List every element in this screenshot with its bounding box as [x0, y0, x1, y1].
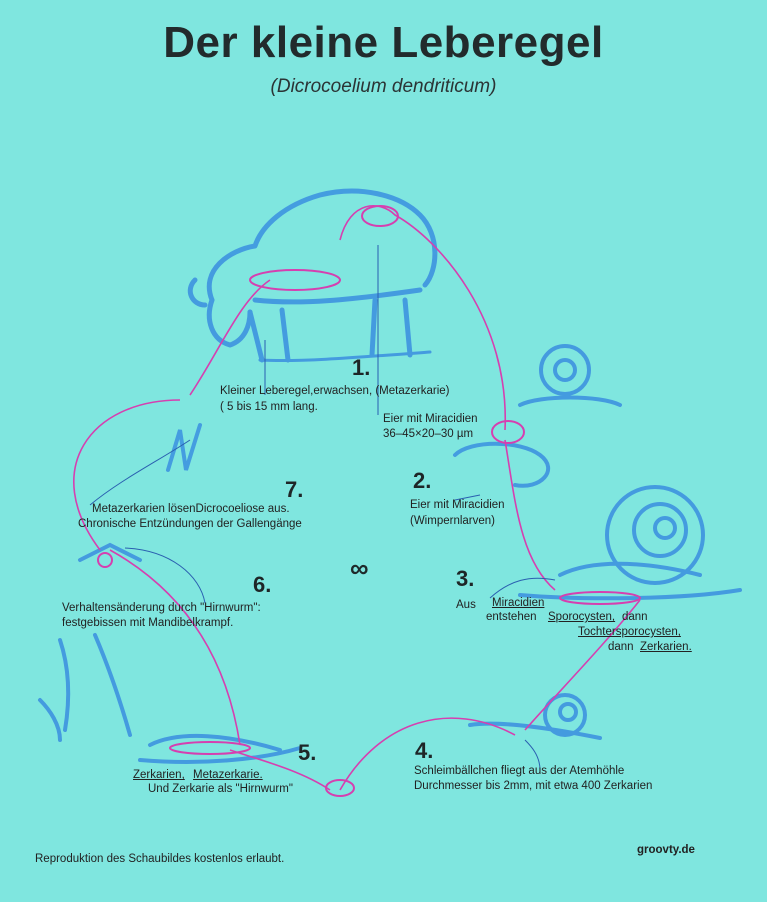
step-7-label-line-1: Metazerkarien lösenDicrocoeliose aus.	[92, 503, 290, 515]
ant-and-grass-illustrations	[38, 423, 302, 764]
step-5-label-line-3: Und Zerkarie als "Hirnwurm"	[148, 783, 293, 795]
sheep-illustration	[187, 188, 438, 363]
leader-lines	[89, 245, 556, 771]
step-3-word-aus: Aus	[456, 599, 476, 611]
snail-illustrations	[453, 344, 742, 740]
step-6-label-line-2: festgebissen mit Mandibelkrampf.	[62, 617, 234, 629]
step-1-size-line: 36–45×20–30 µm	[383, 428, 474, 440]
step-1-label-line-1: Kleiner Leberegel,erwachsen, (Metazerkar…	[220, 385, 450, 397]
step-6-label-line-1: Verhaltensänderung durch "Hirnwurm":	[62, 602, 261, 614]
step-4-label-line-2: Durchmesser bis 2mm, mit etwa 400 Zerkar…	[414, 780, 653, 792]
parasite-stages	[97, 205, 641, 797]
step-2-number: 2.	[413, 468, 432, 493]
step-3-word-dann-1: dann	[622, 611, 648, 623]
step-5-word-metazerkarie: Metazerkarie.	[193, 769, 263, 781]
step-2-label-line-2: (Wimpernlarven)	[410, 515, 495, 527]
step-3-word-sporocysten: Sporocysten,	[548, 611, 616, 623]
footer-note: Reproduktion des Schaubildes kostenlos e…	[35, 853, 285, 865]
step-1-label-line-2: ( 5 bis 15 mm lang.	[220, 401, 318, 413]
step-7-label-line-2: Chronische Entzündungen der Gallengänge	[78, 518, 302, 530]
step-4-label-line-1: Schleimbällchen fliegt aus der Atemhöhle	[414, 765, 625, 777]
page-title: Der kleine Leberegel	[163, 18, 604, 67]
step-7-number: 7.	[285, 477, 304, 502]
step-1-number: 1.	[352, 355, 371, 380]
cycle-arrows	[73, 205, 641, 791]
step-2-label-line-1: Eier mit Miracidien	[410, 499, 505, 511]
step-3-word-entstehen: entstehen	[486, 611, 537, 623]
step-3-word-zerkarien: Zerkarien.	[640, 641, 692, 653]
footer-site: groovty.de	[637, 844, 695, 856]
page-subtitle: (Dicrocoelium dendriticum)	[270, 76, 497, 97]
step-3-word-miracidien: Miracidien	[492, 597, 545, 609]
infinity-symbol: ∞	[350, 553, 369, 583]
step-3-number: 3.	[456, 566, 475, 591]
step-5-word-zerkarien: Zerkarien,	[133, 769, 185, 781]
step-3-word-dann-2: dann	[608, 641, 634, 653]
step-3-word-tochtersporocysten: Tochtersporocysten,	[578, 626, 681, 638]
step-4-number: 4.	[415, 738, 434, 763]
step-1-eggs-line: Eier mit Miracidien	[383, 413, 478, 425]
step-6-number: 6.	[253, 572, 272, 597]
step-5-number: 5.	[298, 740, 317, 765]
